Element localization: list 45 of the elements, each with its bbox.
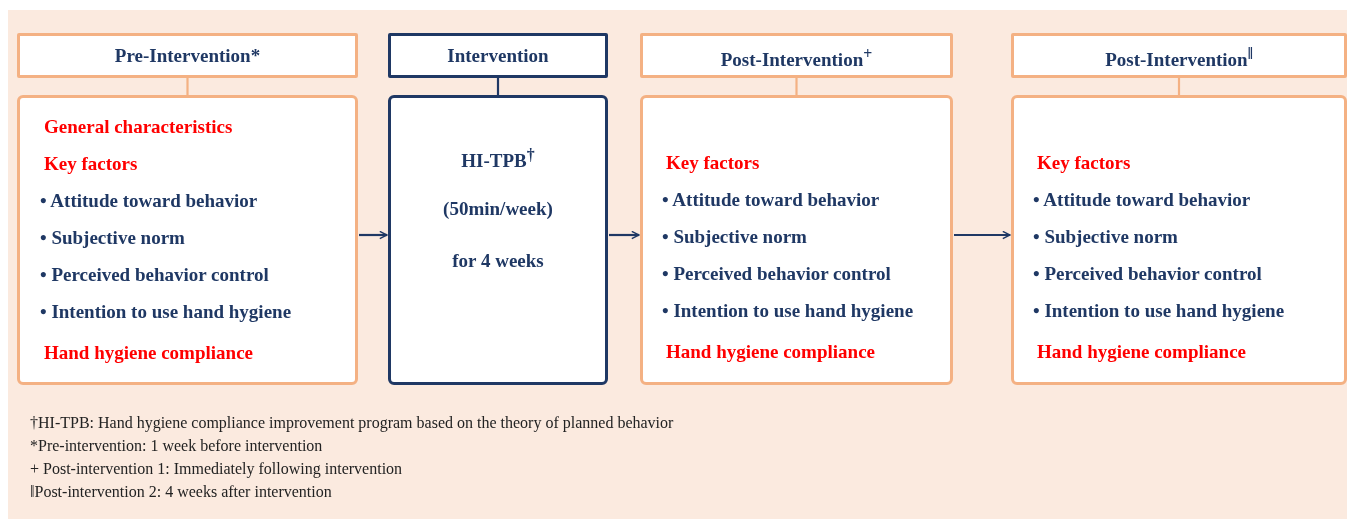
factor-item: • Intention to use hand hygiene — [1033, 300, 1285, 322]
section-heading: Key factors — [666, 152, 760, 174]
phase-title: Pre-Intervention* — [113, 45, 262, 67]
factor-item: • Subjective norm — [1033, 226, 1178, 248]
intervention-text: HI-TPB$^{†}$ — [460, 146, 536, 173]
factor-item: • Subjective norm — [662, 226, 807, 248]
measure-box — [1011, 95, 1347, 385]
measure-box — [17, 95, 358, 385]
connector-line — [186, 78, 189, 95]
measure-box — [640, 95, 953, 385]
arrow — [359, 230, 388, 240]
arrow — [954, 230, 1011, 240]
phase-header — [17, 33, 358, 78]
footnote: ‖Post-intervention 2: 4 weeks after intervention — [30, 483, 332, 501]
phase-header — [1011, 33, 1347, 78]
section-heading: Key factors — [1037, 152, 1131, 174]
factor-item: • Attitude toward behavior — [1033, 189, 1251, 211]
connector-line — [1177, 78, 1181, 95]
section-heading: Hand hygiene compliance — [1037, 341, 1246, 363]
arrow — [609, 230, 640, 240]
phase-title: Intervention — [446, 45, 550, 67]
factor-item: • Intention to use hand hygiene — [40, 301, 292, 323]
phase-header — [388, 33, 608, 78]
section-heading: Hand hygiene compliance — [666, 341, 875, 363]
factor-item: • Attitude toward behavior — [662, 189, 880, 211]
footnote: + Post-intervention 1: Immediately following intervention — [30, 460, 403, 478]
footnote: †HI-TPB: Hand hygiene compliance improvement program based on the theory of planned behavior — [30, 414, 674, 432]
factor-item: • Intention to use hand hygiene — [662, 300, 914, 322]
phase-title: Post-Intervention$^{+}$ — [719, 45, 874, 72]
factor-item: • Perceived behavior control — [662, 263, 891, 285]
factor-item: • Subjective norm — [40, 227, 185, 249]
factor-item: • Perceived behavior control — [1033, 263, 1262, 285]
phase-title: Post-Intervention$^{‖}$ — [1104, 45, 1254, 72]
connector-line — [795, 78, 798, 95]
factor-item: • Perceived behavior control — [40, 264, 269, 286]
section-heading: General characteristics — [44, 116, 233, 138]
footnote: *Pre-intervention: 1 week before intervention — [30, 437, 323, 455]
connector-line — [496, 78, 500, 95]
intervention-text: for 4 weeks — [451, 250, 545, 272]
factor-item: • Attitude toward behavior — [40, 190, 258, 212]
intervention-box — [388, 95, 608, 385]
section-heading: Key factors — [44, 153, 138, 175]
section-heading: Hand hygiene compliance — [44, 342, 253, 364]
phase-header — [640, 33, 953, 78]
intervention-text: (50min/week) — [442, 198, 554, 220]
